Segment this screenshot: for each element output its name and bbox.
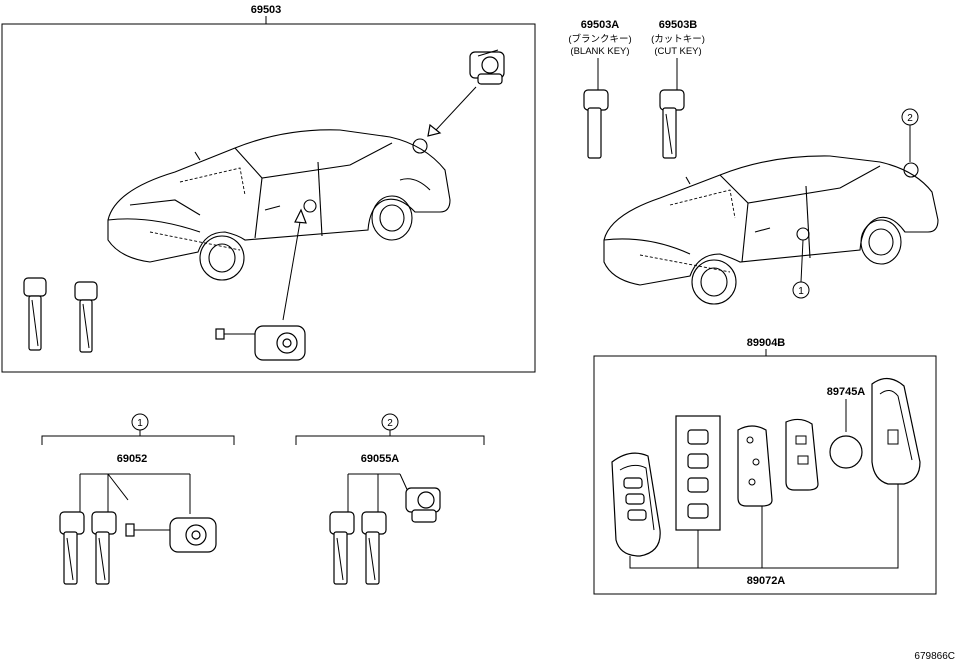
door-lock-mark-right [796,227,810,241]
cut-key-label[interactable]: 69503B [659,19,698,31]
key-blank-left-1[interactable] [23,277,47,351]
car-illustration-left [107,129,451,281]
cut-key[interactable] [659,89,685,159]
set-69055a-group: 2 69055A [295,413,485,585]
battery-coin-cell[interactable] [829,435,863,469]
set2-trunk-cylinder[interactable] [405,487,441,523]
ref-circle-1-set[interactable]: 1 [131,413,149,431]
set2-label[interactable]: 69055A [361,453,400,465]
smart-key-label[interactable]: 89904B [747,337,786,349]
transmitter-bracket [629,484,899,569]
set1-bracket [41,435,235,445]
blank-key[interactable] [583,89,609,159]
arrow-door-cylinder [282,221,301,321]
smart-key-battery-holder[interactable] [785,418,819,491]
smart-key-back-case[interactable] [871,377,921,485]
battery-label[interactable]: 89745A [827,386,866,398]
blank-key-label[interactable]: 69503A [581,19,620,31]
set1-door-cylinder[interactable] [125,517,217,553]
car-illustration-right [603,125,939,305]
smart-key-circuit-board[interactable] [737,425,773,507]
set2-bracket [295,435,485,445]
smart-key-box [593,355,937,595]
trunk-lock-cylinder[interactable] [469,49,505,85]
arrow-head-door [294,208,307,224]
ref-number: 2 [387,418,393,429]
ref-circle-2-set[interactable]: 2 [381,413,399,431]
set1-key-1[interactable] [59,511,85,585]
ref-number: 1 [798,286,804,297]
set2-key-2[interactable] [361,511,387,585]
trunk-lock-mark-right [903,162,919,178]
ref-circle-2-right[interactable]: 2 [901,108,919,126]
main-assembly-label[interactable]: 69503 [251,4,282,16]
blank-key-en-label: (BLANK KEY) [570,46,629,57]
blank-key-jp-label: (ブランクキー) [568,33,631,45]
blank-key-group: 69503A (ブランクキー) (BLANK KEY) [568,19,632,159]
set2-key-1[interactable] [329,511,355,585]
cut-key-jp-label: (カットキー) [651,34,705,45]
set1-leaders [79,473,191,514]
transmitter-label[interactable]: 89072A [747,575,786,587]
door-lock-mark [303,199,317,213]
trunk-lock-mark [412,138,428,154]
diagram-reference-code: 679866C [914,651,955,662]
smart-key-group: 89904B [593,337,937,595]
set1-key-2[interactable] [91,511,117,585]
door-lock-cylinder[interactable] [215,325,306,361]
set2-leaders [347,473,411,514]
key-blank-left-2[interactable] [74,281,98,353]
arrow-head-trunk [427,123,442,137]
set-69052-group: 1 69052 [41,413,235,585]
ref-circle-1-right[interactable]: 1 [792,281,810,299]
main-assembly-group: 69503 [1,4,536,373]
ref-number: 1 [137,418,143,429]
cut-key-group: 69503B (カットキー) (CUT KEY) [651,19,705,159]
cut-key-en-label: (CUT KEY) [654,46,701,57]
smart-key-button-pad[interactable] [675,415,721,531]
smart-key-case[interactable] [611,452,661,557]
arrow-trunk-cylinder [435,86,477,131]
ref-number: 2 [907,113,913,124]
set1-label[interactable]: 69052 [117,453,148,465]
main-assembly-box [1,23,536,373]
